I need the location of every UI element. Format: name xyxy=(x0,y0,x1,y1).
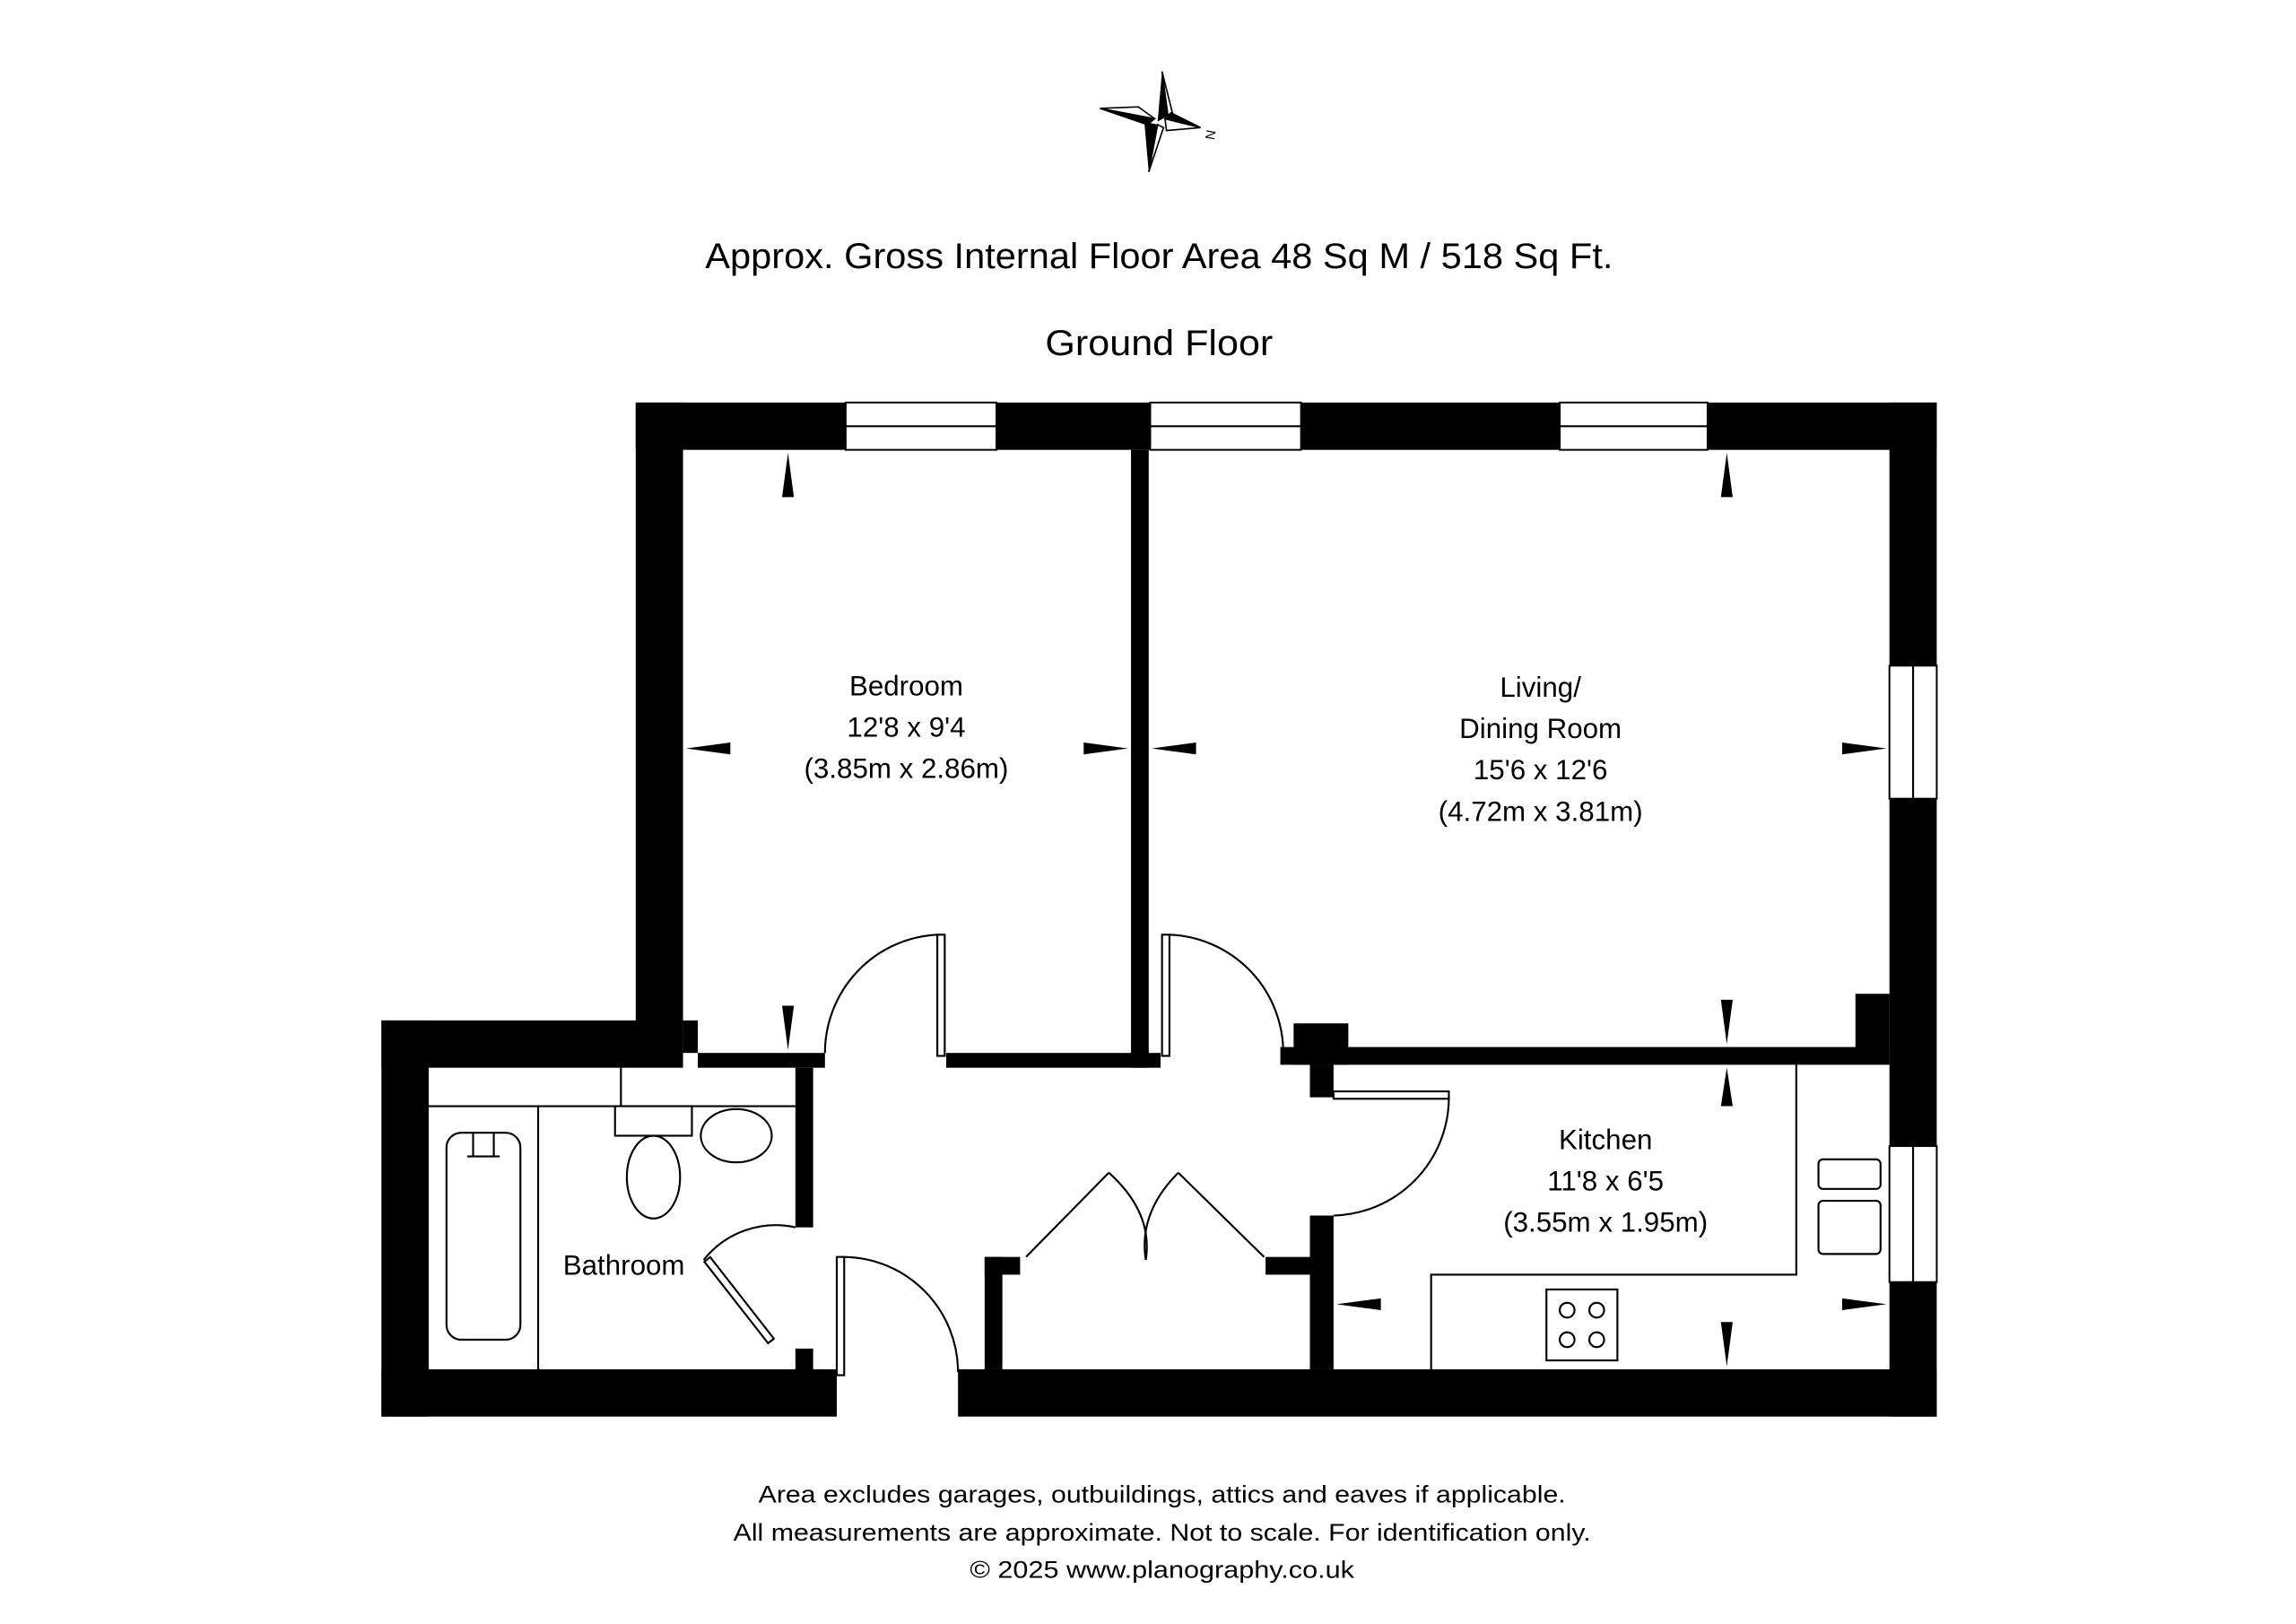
kitchen-fixtures xyxy=(1430,1064,1882,1369)
sink-icon xyxy=(1817,1158,1882,1190)
bath-icon xyxy=(445,1132,522,1342)
living-imperial: 15'6 x 12'6 xyxy=(1474,754,1608,786)
kitchen-name: Kitchen xyxy=(1559,1124,1652,1155)
bathroom-fixtures xyxy=(429,1067,796,1369)
bathroom-name: Bathroom xyxy=(563,1249,685,1281)
footer-line-1: Area excludes garages, outbuildings, att… xyxy=(759,1480,1566,1507)
dimension-arrows xyxy=(685,452,1887,1367)
room-living: Living/ Dining Room 15'6 x 12'6 (4.72m x… xyxy=(1439,672,1643,827)
basin-icon xyxy=(700,1107,773,1164)
kitchen-metric: (3.55m x 1.95m) xyxy=(1503,1207,1708,1238)
doors xyxy=(702,934,1450,1376)
bedroom-metric: (3.85m x 2.86m) xyxy=(804,753,1008,785)
kitchen-imperial: 11'8 x 6'5 xyxy=(1547,1165,1664,1196)
hob-icon xyxy=(1545,1288,1619,1362)
living-name-1: Living/ xyxy=(1500,672,1581,703)
living-name-2: Dining Room xyxy=(1459,713,1622,744)
windows xyxy=(844,401,1938,1283)
bedroom-name: Bedroom xyxy=(849,670,963,701)
bedroom-imperial: 12'8 x 9'4 xyxy=(847,711,965,743)
floor-name: Ground Floor xyxy=(1045,324,1273,363)
living-metric: (4.72m x 3.81m) xyxy=(1439,795,1643,827)
footer-line-3: © 2025 www.planography.co.uk xyxy=(970,1555,1354,1583)
room-bedroom: Bedroom 12'8 x 9'4 (3.85m x 2.86m) xyxy=(804,670,1008,784)
footer-line-2: All measurements are approximate. Not to… xyxy=(734,1518,1591,1546)
room-kitchen: Kitchen 11'8 x 6'5 (3.55m x 1.95m) xyxy=(1503,1124,1708,1238)
floor-area-title: Approx. Gross Internal Floor Area 48 Sq … xyxy=(705,237,1613,276)
compass-north-label: N xyxy=(1204,129,1220,141)
toilet-icon xyxy=(613,1105,693,1137)
compass-icon: N xyxy=(1100,71,1220,172)
